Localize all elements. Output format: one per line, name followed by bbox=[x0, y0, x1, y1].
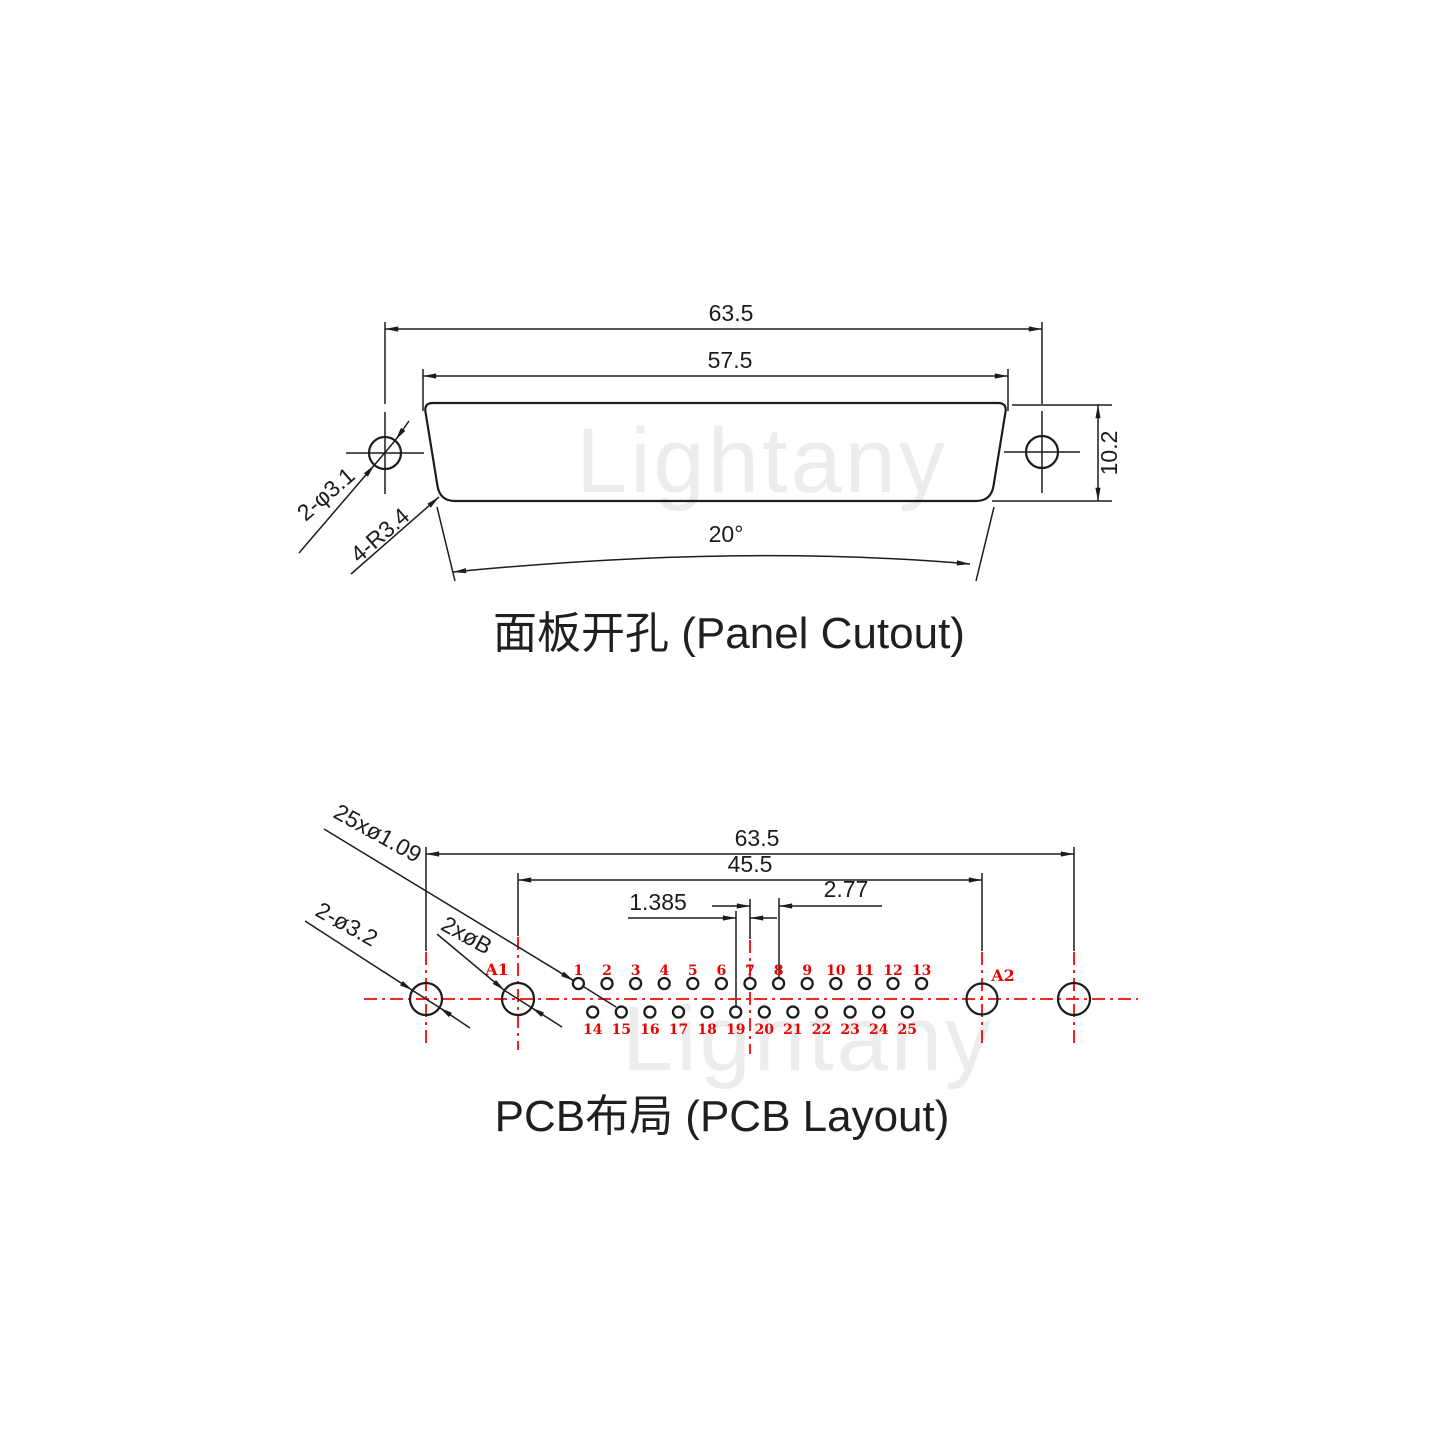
pin-number: 4 bbox=[659, 963, 669, 979]
panel-cutout-title: 面板开孔 (Panel Cutout) bbox=[493, 609, 965, 658]
pin-hole bbox=[571, 976, 586, 991]
panel-dim-63-5: 63.5 bbox=[384, 300, 1043, 404]
panel-dim-10-2: 10.2 bbox=[992, 404, 1122, 502]
cutout-outline bbox=[424, 401, 1007, 503]
pin-hole bbox=[814, 1005, 829, 1019]
pin-number: 24 bbox=[869, 1022, 889, 1038]
pin-hole bbox=[700, 1005, 714, 1019]
panel-angle-20-text: 20° bbox=[709, 521, 744, 547]
pin-number: 14 bbox=[583, 1022, 603, 1038]
panel-callout-corners-text: 4-R3.4 bbox=[345, 502, 414, 567]
pin-hole bbox=[600, 976, 614, 991]
pin-hole bbox=[743, 976, 757, 991]
pin-hole bbox=[829, 976, 843, 991]
pin-hole bbox=[843, 1005, 857, 1019]
pin-number: 18 bbox=[697, 1022, 716, 1038]
pin-hole bbox=[872, 1005, 886, 1019]
pin-hole bbox=[771, 976, 786, 991]
pin-hole bbox=[686, 976, 700, 991]
pcb-layout-view: 63.5 45.5 2.77 1.385 bbox=[304, 798, 1138, 1141]
pin-hole bbox=[614, 1005, 628, 1019]
pin-number: 3 bbox=[631, 963, 641, 979]
pin-number: 16 bbox=[640, 1022, 659, 1038]
shell-hole-a1 bbox=[500, 981, 536, 1017]
pin-number: 15 bbox=[612, 1022, 631, 1038]
panel-dim-57-5: 57.5 bbox=[422, 347, 1009, 411]
pin-number: 12 bbox=[883, 963, 902, 979]
pin-number: 23 bbox=[840, 1022, 859, 1038]
pin-hole bbox=[714, 976, 729, 991]
pcb-layout-title: PCB布局 (PCB Layout) bbox=[495, 1092, 950, 1141]
pin-hole bbox=[786, 1005, 800, 1019]
pcb-dim-1-385: 1.385 bbox=[628, 889, 777, 1006]
pcb-dim-1-385-text: 1.385 bbox=[629, 889, 687, 915]
pin-hole bbox=[914, 976, 929, 991]
pcb-dim-45-5-text: 45.5 bbox=[728, 851, 773, 877]
pin-number: 1 bbox=[574, 963, 584, 979]
pcb-dim-63-5: 63.5 bbox=[425, 825, 1075, 951]
pin-number: 6 bbox=[717, 963, 727, 979]
pin-hole bbox=[857, 976, 872, 991]
pin-number: 7 bbox=[745, 963, 755, 979]
panel-dim-57-5-text: 57.5 bbox=[708, 347, 753, 373]
pcb-dim-2-77: 2.77 bbox=[712, 876, 882, 978]
mount-hole-right bbox=[1056, 981, 1092, 1017]
pin-number: 2 bbox=[602, 963, 612, 979]
ref-label-a1: A1 bbox=[484, 960, 509, 979]
ref-label-a2: A2 bbox=[990, 966, 1015, 985]
pin-hole bbox=[900, 1005, 914, 1019]
pin-number: 20 bbox=[755, 1022, 775, 1038]
pin-hole bbox=[643, 1005, 657, 1019]
watermark-top: Lightany bbox=[576, 410, 948, 512]
pcb-callout-pins-text: 25xø1.09 bbox=[330, 798, 426, 867]
pcb-callout-mount-holes-text: 2-ø3.2 bbox=[312, 897, 383, 952]
pcb-callout-mount-holes: 2-ø3.2 bbox=[304, 897, 471, 1029]
pin-number: 21 bbox=[783, 1022, 802, 1038]
pin-hole bbox=[628, 976, 643, 991]
shell-hole-a2 bbox=[965, 982, 999, 1016]
pin-hole bbox=[729, 1005, 743, 1019]
pin-number: 17 bbox=[669, 1022, 688, 1038]
pin-number: 8 bbox=[774, 963, 784, 979]
pin-number: 9 bbox=[802, 963, 812, 979]
watermark-bottom: Lightany bbox=[622, 988, 994, 1090]
pcb-dim-2-77-text: 2.77 bbox=[824, 876, 869, 902]
pin-number: 19 bbox=[726, 1022, 745, 1038]
mount-hole-left bbox=[408, 981, 444, 1017]
pin-number: 11 bbox=[855, 963, 874, 979]
pin-number: 5 bbox=[688, 963, 698, 979]
pin-number: 10 bbox=[826, 963, 846, 979]
pin-hole bbox=[886, 976, 900, 991]
panel-callout-corners: 4-R3.4 bbox=[345, 496, 440, 575]
panel-angle-20: 20° bbox=[436, 506, 995, 582]
panel-dim-63-5-text: 63.5 bbox=[709, 300, 754, 326]
pcb-callout-pins: 25xø1.09 bbox=[323, 798, 617, 1008]
pin-number: 25 bbox=[898, 1022, 917, 1038]
pin-number: 22 bbox=[812, 1022, 831, 1038]
pin-hole bbox=[586, 1005, 600, 1019]
pin-number: 13 bbox=[912, 963, 931, 979]
pin-hole bbox=[757, 1005, 771, 1019]
pin-hole bbox=[800, 976, 814, 991]
pcb-dim-45-5: 45.5 bbox=[517, 851, 983, 951]
pin-hole bbox=[657, 976, 671, 991]
panel-dim-10-2-text: 10.2 bbox=[1096, 431, 1122, 476]
pcb-dim-63-5-text: 63.5 bbox=[735, 825, 780, 851]
pcb-callout-shell-holes-text: 2xøB bbox=[437, 911, 497, 960]
pin-hole bbox=[671, 1005, 686, 1019]
panel-hole-right bbox=[1004, 411, 1080, 493]
